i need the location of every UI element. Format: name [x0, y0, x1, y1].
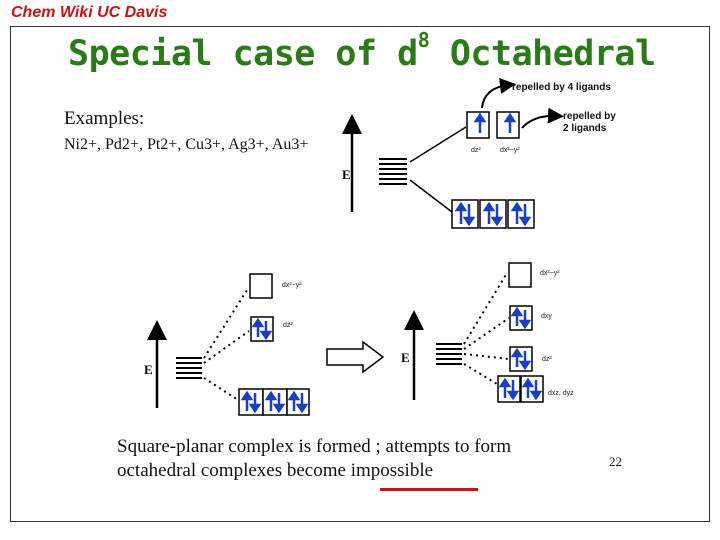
- top-orbital-label-dx2y2: dx²−y²: [500, 147, 520, 154]
- title-superscript: 8: [417, 28, 430, 52]
- watermark-text: Chem Wiki UC Davis: [11, 4, 168, 21]
- emphasis-underline: [380, 488, 478, 491]
- top-eg-electrons: [473, 112, 517, 133]
- right-dz2-box: [509, 346, 533, 372]
- page-number: 22: [609, 454, 622, 469]
- repelled-by-2-label-line2: 2 ligands: [563, 123, 607, 134]
- top-t2g-boxes: [451, 199, 535, 229]
- right-electrons: [498, 306, 543, 401]
- top-energy-label: E: [342, 167, 351, 182]
- left-orbital-label-dz2: dz²: [283, 322, 293, 329]
- left-orbital-label-dx2y2: dx²−y²: [282, 282, 302, 289]
- slide-frame: [10, 26, 710, 522]
- repelled-by-2-label-line1: repelled by: [563, 111, 616, 122]
- caption-line-2: octahedral complexes become impossible: [117, 460, 434, 481]
- top-degenerate-stack: [379, 158, 407, 185]
- left-dotted-lines: [203, 286, 250, 401]
- caption-line-1: Square-planar complex is formed ; attemp…: [117, 436, 512, 457]
- left-diagram: [147, 273, 310, 416]
- split-line-up: [409, 126, 467, 163]
- left-dx2y2-box: [249, 273, 273, 299]
- left-dz2-box: [250, 316, 274, 342]
- right-energy-label: E: [401, 350, 410, 365]
- left-energy-label: E: [144, 362, 153, 377]
- top-orbital-label-dz2: dz²: [471, 147, 481, 154]
- examples-label: Examples:: [64, 108, 145, 129]
- title-main: Special case of d: [68, 34, 418, 74]
- top-diagram: [342, 78, 564, 229]
- examples-ions: Ni2+, Pd2+, Pt2+, Cu3+, Ag3+, Au3+: [64, 136, 309, 153]
- right-dotted-lines: [463, 272, 510, 385]
- repelled-2-arrow: [521, 107, 564, 129]
- right-orbital-label-dxy: dxy: [541, 313, 552, 320]
- title-end: Octahedral: [429, 34, 656, 74]
- top-t2g-electrons: [454, 201, 532, 227]
- right-dxz-box: [497, 375, 521, 403]
- split-line-down: [409, 179, 453, 213]
- right-dx2y2-box: [508, 262, 532, 288]
- right-dyz-box: [520, 375, 544, 403]
- right-orbital-label-dx2y2: dx²−y²: [540, 270, 560, 277]
- slide-title: Special case of d8 Octahedral: [68, 28, 656, 74]
- right-orbital-label-dz2: dz²: [542, 356, 552, 363]
- left-dz2-electrons: [251, 317, 273, 341]
- left-bottom-boxes: [238, 388, 310, 416]
- left-bottom-electrons: [240, 390, 309, 414]
- right-dxy-box: [509, 305, 533, 331]
- right-orbital-label-dxz-dyz: dxz, dyz: [548, 390, 574, 397]
- right-degenerate-stack: [436, 343, 462, 365]
- right-diagram: [404, 262, 544, 403]
- left-degenerate-stack: [176, 357, 202, 379]
- repelled-by-4-label: repelled by 4 ligands: [512, 82, 611, 93]
- transition-arrow: [326, 340, 385, 374]
- repelled-4-arrow: [481, 78, 516, 109]
